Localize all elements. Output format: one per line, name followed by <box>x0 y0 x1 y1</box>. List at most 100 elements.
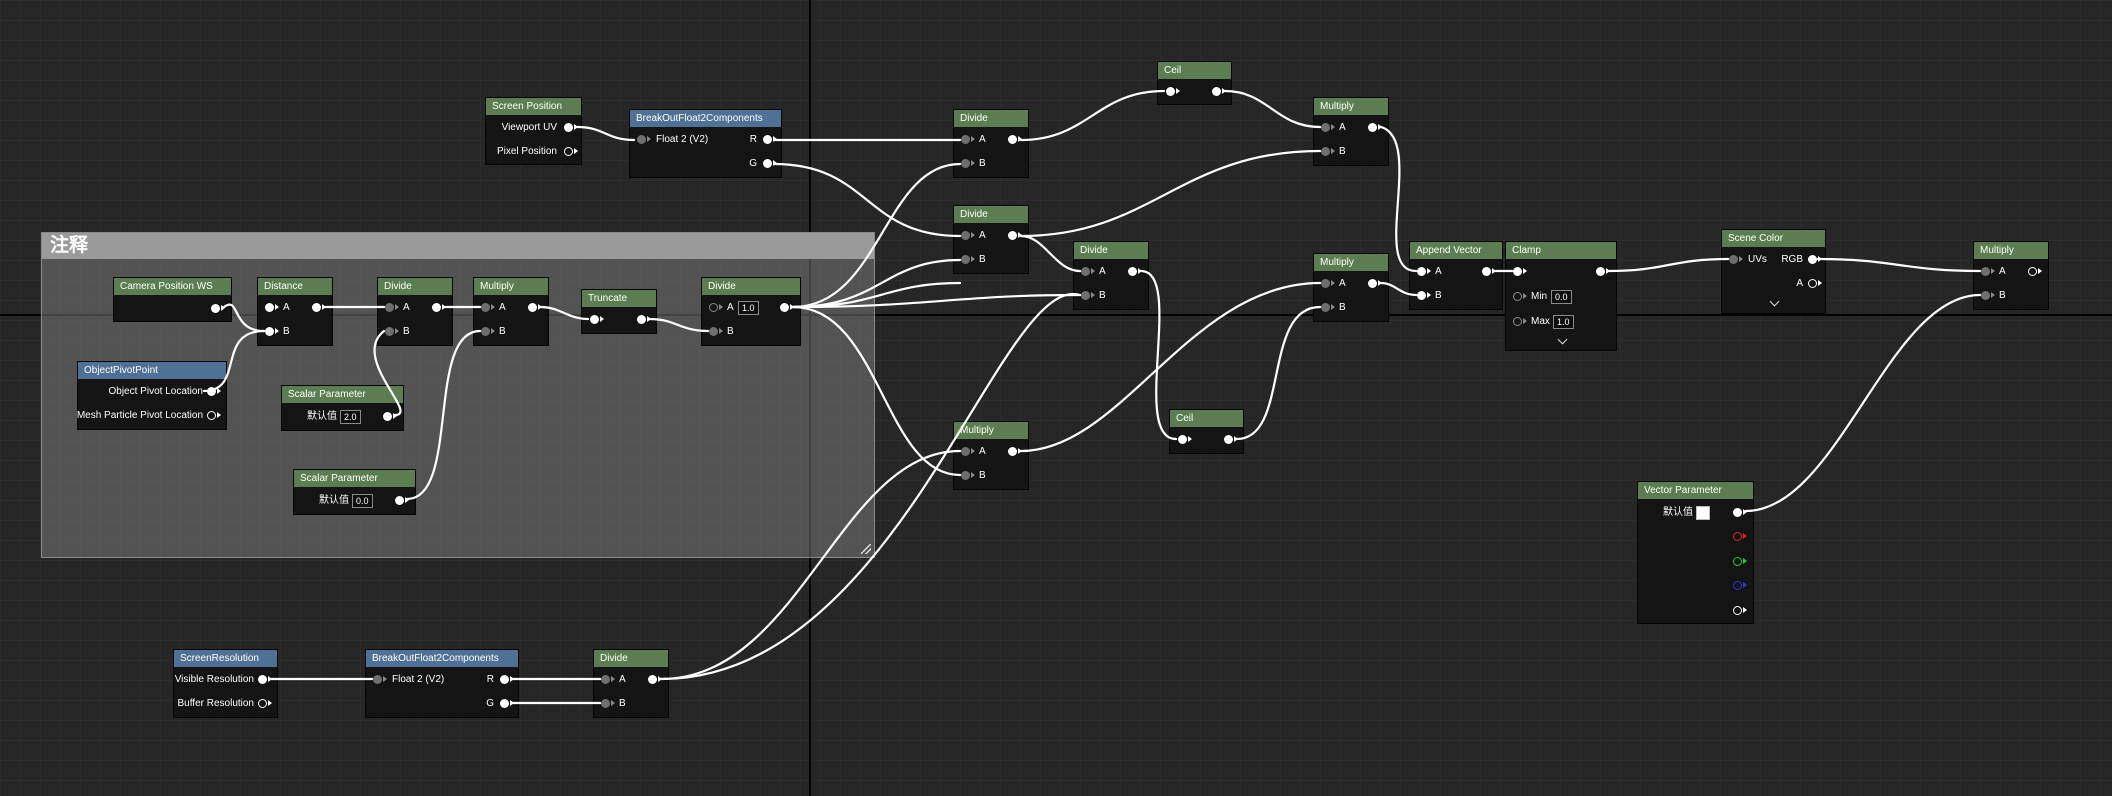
input-pin[interactable] <box>1513 267 1522 276</box>
input-pin[interactable] <box>265 303 274 312</box>
output-pin[interactable] <box>564 147 573 156</box>
ceil-top-node[interactable]: Ceil <box>1157 61 1232 105</box>
distance-node[interactable]: Distance A B <box>257 277 333 346</box>
min-value-field[interactable]: 0.0 <box>1551 290 1572 304</box>
input-pin[interactable] <box>961 231 970 240</box>
ceil-low-node[interactable]: Ceil <box>1169 409 1244 454</box>
input-pin[interactable] <box>373 675 382 684</box>
multiply-top-node[interactable]: Multiply A B <box>1313 97 1389 166</box>
divide-bottom-node[interactable]: Divide A B <box>593 649 669 718</box>
input-pin[interactable] <box>1729 255 1738 264</box>
breakout-float2-top-node[interactable]: BreakOutFloat2Components Float 2 (V2) R … <box>629 109 782 178</box>
scalar-parameter-2-node[interactable]: Scalar Parameter 默认值 0.0 <box>293 469 416 515</box>
output-pin[interactable] <box>564 123 573 132</box>
output-pin[interactable] <box>383 412 392 421</box>
input-pin[interactable] <box>637 135 646 144</box>
output-pin[interactable] <box>258 699 267 708</box>
output-pin[interactable] <box>207 411 216 420</box>
input-pin[interactable] <box>1321 279 1330 288</box>
input-pin[interactable] <box>385 303 394 312</box>
multiply-final-node[interactable]: Multiply A B <box>1973 241 2049 310</box>
divide-top-node[interactable]: Divide A B <box>953 109 1029 178</box>
clamp-node[interactable]: Clamp Min 0.0 Max 1.0 <box>1505 241 1617 351</box>
chevron-down-icon[interactable] <box>1557 334 1568 345</box>
input-pin[interactable] <box>1513 292 1522 301</box>
output-pin[interactable] <box>637 315 646 324</box>
input-pin[interactable] <box>385 327 394 336</box>
object-pivot-point-node[interactable]: ObjectPivotPoint Object Pivot Location M… <box>77 361 227 430</box>
input-pin[interactable] <box>481 327 490 336</box>
output-pin[interactable] <box>1008 231 1017 240</box>
input-pin[interactable] <box>601 675 610 684</box>
output-pin[interactable] <box>1128 267 1137 276</box>
truncate-node[interactable]: Truncate <box>581 289 657 334</box>
comment-resize-handle[interactable] <box>861 544 871 554</box>
output-pin[interactable] <box>2028 267 2037 276</box>
output-pin-red[interactable] <box>1733 532 1742 541</box>
append-vector-node[interactable]: Append Vector A B <box>1409 241 1503 310</box>
divide-comment-1-node[interactable]: Divide A B <box>377 277 453 346</box>
max-value-field[interactable]: 1.0 <box>1553 315 1574 329</box>
input-pin[interactable] <box>590 315 599 324</box>
a-value-field[interactable]: 1.0 <box>738 301 759 315</box>
vector-parameter-node[interactable]: Vector Parameter 默认值 <box>1637 481 1754 624</box>
scalar-parameter-1-node[interactable]: Scalar Parameter 默认值 2.0 <box>281 385 404 431</box>
color-swatch[interactable] <box>1696 506 1710 520</box>
output-pin[interactable] <box>1368 123 1377 132</box>
input-pin[interactable] <box>1513 317 1522 326</box>
input-pin[interactable] <box>1166 87 1175 96</box>
input-pin[interactable] <box>961 135 970 144</box>
input-pin[interactable] <box>1417 291 1426 300</box>
output-pin[interactable] <box>763 135 772 144</box>
output-pin[interactable] <box>1808 255 1817 264</box>
output-pin[interactable] <box>763 159 772 168</box>
output-pin[interactable] <box>780 303 789 312</box>
output-pin[interactable] <box>211 304 220 313</box>
chevron-down-icon[interactable] <box>1769 296 1780 307</box>
input-pin[interactable] <box>1081 291 1090 300</box>
input-pin[interactable] <box>1178 435 1187 444</box>
input-pin[interactable] <box>1321 123 1330 132</box>
camera-position-node[interactable]: Camera Position WS <box>113 277 232 322</box>
multiply-low-node[interactable]: Multiply A B <box>953 421 1029 490</box>
multiply-comment-1-node[interactable]: Multiply A B <box>473 277 549 346</box>
output-pin-green[interactable] <box>1733 557 1742 566</box>
output-pin[interactable] <box>1008 135 1017 144</box>
default-value-field[interactable]: 0.0 <box>352 494 373 508</box>
breakout-float2-bottom-node[interactable]: BreakOutFloat2Components Float 2 (V2) R … <box>365 649 519 718</box>
output-pin[interactable] <box>432 303 441 312</box>
comment-title[interactable]: 注释 <box>42 233 874 259</box>
output-pin[interactable] <box>1596 267 1605 276</box>
output-pin[interactable] <box>1008 447 1017 456</box>
input-pin[interactable] <box>961 471 970 480</box>
input-pin[interactable] <box>481 303 490 312</box>
screen-resolution-node[interactable]: ScreenResolution Visible Resolution Buff… <box>173 649 278 718</box>
input-pin[interactable] <box>265 327 274 336</box>
input-pin[interactable] <box>1081 267 1090 276</box>
scene-color-node[interactable]: Scene Color UVs RGB A <box>1721 229 1826 314</box>
multiply-mid-node[interactable]: Multiply A B <box>1313 253 1389 322</box>
output-pin-rgb[interactable] <box>1733 508 1742 517</box>
output-pin[interactable] <box>528 303 537 312</box>
divide-right-node[interactable]: Divide A B <box>1073 241 1149 310</box>
output-pin[interactable] <box>258 675 267 684</box>
input-pin[interactable] <box>709 303 718 312</box>
output-pin[interactable] <box>1212 87 1221 96</box>
output-pin[interactable] <box>500 675 509 684</box>
default-value-field[interactable]: 2.0 <box>340 410 361 424</box>
output-pin[interactable] <box>395 496 404 505</box>
output-pin[interactable] <box>1808 279 1817 288</box>
input-pin[interactable] <box>1417 267 1426 276</box>
input-pin[interactable] <box>1981 291 1990 300</box>
input-pin[interactable] <box>1981 267 1990 276</box>
output-pin[interactable] <box>312 303 321 312</box>
output-pin[interactable] <box>1368 279 1377 288</box>
input-pin[interactable] <box>601 699 610 708</box>
output-pin[interactable] <box>207 387 216 396</box>
input-pin[interactable] <box>709 327 718 336</box>
output-pin[interactable] <box>1224 435 1233 444</box>
input-pin[interactable] <box>1321 303 1330 312</box>
input-pin[interactable] <box>1321 147 1330 156</box>
screen-position-node[interactable]: Screen Position Viewport UV Pixel Positi… <box>485 97 582 165</box>
output-pin-alpha[interactable] <box>1733 606 1742 615</box>
